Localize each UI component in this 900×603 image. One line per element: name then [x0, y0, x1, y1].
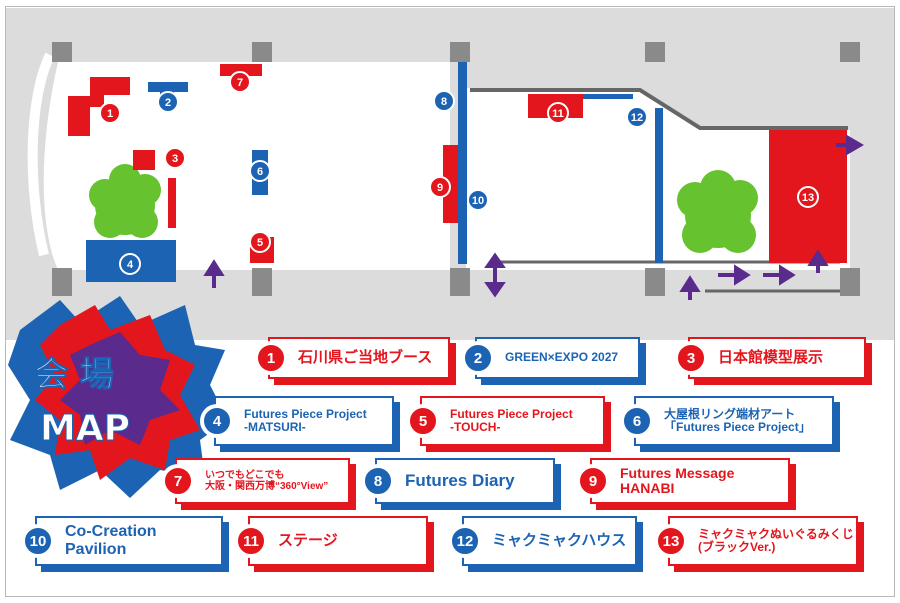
- legend-label: GREEN×EXPO 2027: [505, 350, 619, 365]
- svg-text:4: 4: [127, 259, 134, 271]
- legend-number: 13: [656, 526, 686, 556]
- legend-number: 11: [236, 526, 266, 556]
- legend-item-8: 8 Futures Diary: [363, 458, 555, 504]
- legend-label: いつでもどこでも 大阪・関西万博“360°View”: [205, 470, 329, 492]
- svg-text:13: 13: [802, 192, 814, 204]
- legend-label: Futures Piece Project -MATSURI-: [244, 406, 367, 434]
- legend-item-13: 13 ミャクミャクぬいぐるみくじ (ブラックVer.): [656, 516, 858, 566]
- legend-box: [475, 337, 640, 379]
- legend-number: 9: [578, 466, 608, 496]
- legend-label: 大屋根リング端材アート 「Futures Piece Project」: [664, 406, 811, 434]
- legend-number: 12: [450, 526, 480, 556]
- legend-item-1: 1 石川県ご当地ブース: [256, 337, 450, 379]
- legend-item-7: 7 いつでもどこでも 大阪・関西万博“360°View”: [163, 458, 350, 504]
- legend-label: Futures Diary: [405, 470, 515, 490]
- marker-4: 4: [119, 253, 141, 275]
- title-line1: 会 場: [34, 355, 114, 395]
- svg-text:12: 12: [631, 112, 643, 124]
- legend-number: 5: [408, 406, 438, 436]
- legend-number: 8: [363, 466, 393, 496]
- tree-right: [677, 170, 758, 253]
- legend-box: [175, 458, 350, 504]
- marker-9: 9: [429, 176, 451, 198]
- legend-label: ステージ: [278, 531, 338, 549]
- legend-item-9: 9 Futures Message HANABI: [578, 458, 790, 504]
- legend-box: [248, 516, 428, 566]
- legend-item-11: 11 ステージ: [236, 516, 428, 566]
- marker-2: 2: [157, 91, 179, 113]
- legend-item-4: 4 Futures Piece Project -MATSURI-: [202, 396, 394, 446]
- legend-number: 1: [256, 343, 286, 373]
- legend-item-6: 6 大屋根リング端材アート 「Futures Piece Project」: [622, 396, 834, 446]
- svg-text:6: 6: [257, 166, 263, 178]
- marker-6: 6: [249, 160, 271, 182]
- marker-12: 12: [626, 106, 648, 128]
- legend-number: 4: [202, 406, 232, 436]
- svg-text:5: 5: [257, 237, 263, 249]
- title-line2: MAP: [40, 408, 130, 449]
- svg-text:7: 7: [237, 77, 243, 89]
- marker-1: 1: [99, 102, 121, 124]
- marker-5: 5: [249, 231, 271, 253]
- legend-item-2: 2 GREEN×EXPO 2027: [463, 337, 640, 379]
- legend-number: 7: [163, 466, 193, 496]
- legend-item-5: 5 Futures Piece Project -TOUCH-: [408, 396, 605, 446]
- legend-box: [634, 396, 834, 446]
- legend-label: ミャクミャクぬいぐるみくじ (ブラックVer.): [698, 526, 854, 554]
- tree-left: [89, 164, 161, 238]
- legend-number: 6: [622, 406, 652, 436]
- marker-10: 10: [467, 189, 489, 211]
- legend-item-3: 3 日本館模型展示: [676, 337, 866, 379]
- marker-13: 13: [797, 186, 819, 208]
- pillars: [52, 42, 860, 296]
- legend-label: Futures Piece Project -TOUCH-: [450, 406, 573, 434]
- flow-arrows: [203, 134, 864, 300]
- svg-text:2: 2: [165, 97, 171, 109]
- title-splash: 会 場 MAP: [8, 296, 228, 498]
- legend-label: 日本館模型展示: [718, 348, 824, 366]
- svg-text:1: 1: [107, 108, 113, 120]
- svg-text:11: 11: [552, 108, 564, 120]
- svg-text:8: 8: [441, 96, 447, 108]
- legend-item-10: 10 Co-Creation Pavilion: [23, 516, 223, 566]
- marker-8: 8: [433, 90, 455, 112]
- marker-11: 11: [547, 102, 569, 124]
- legend-number: 2: [463, 343, 493, 373]
- svg-text:3: 3: [172, 153, 178, 165]
- legend-box: [688, 337, 866, 379]
- legend-box: [375, 458, 555, 504]
- svg-text:10: 10: [472, 195, 484, 207]
- legend-number: 3: [676, 343, 706, 373]
- marker-7: 7: [229, 71, 251, 93]
- legend-box: [268, 337, 450, 379]
- legend-box: [590, 458, 790, 504]
- svg-text:9: 9: [437, 182, 443, 194]
- legend-label: 石川県ご当地ブース: [298, 348, 433, 366]
- legend-box: [420, 396, 605, 446]
- legend-label: Co-Creation Pavilion: [65, 523, 157, 558]
- legend-box: [462, 516, 637, 566]
- marker-3: 3: [164, 147, 186, 169]
- legend-number: 10: [23, 526, 53, 556]
- legend-label: Futures Message HANABI: [620, 464, 735, 496]
- legend-label: ミャクミャクハウス: [492, 531, 627, 549]
- legend-item-12: 12 ミャクミャクハウス: [450, 516, 637, 566]
